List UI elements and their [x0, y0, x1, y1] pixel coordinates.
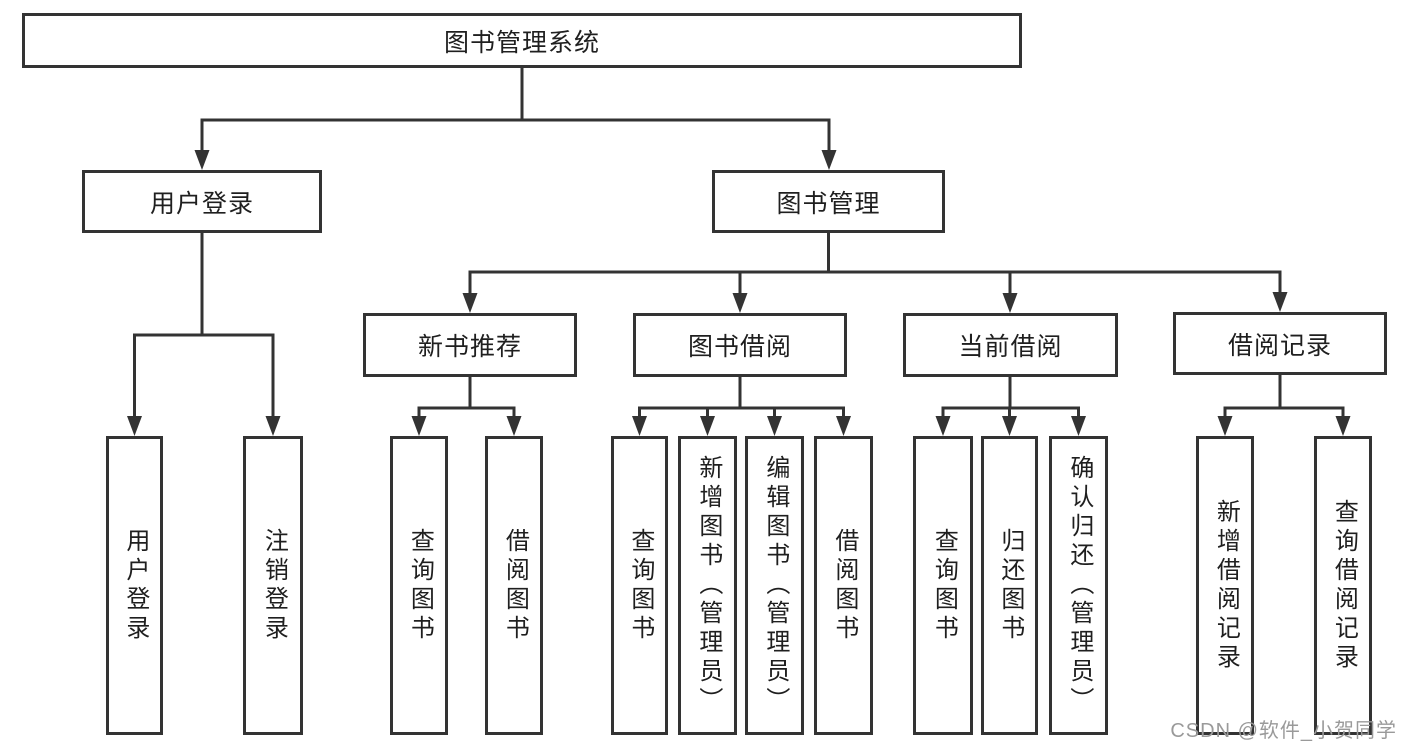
node-label: 图书管理 — [776, 189, 881, 218]
leaf-label: 借阅图书 — [830, 527, 858, 644]
connector-path — [133, 68, 1345, 419]
node-label: 新书推荐 — [417, 333, 522, 361]
leaf-add-books-admin: 新增图书（管理员） — [678, 436, 737, 735]
node-label: 借阅记录 — [1227, 331, 1332, 360]
leaf-label: 查询图书 — [930, 527, 958, 644]
leaf-label: 新增图书（管理员） — [694, 455, 722, 716]
leaf-user-login: 用户登录 — [106, 436, 163, 735]
node-new-book-recommend: 新书推荐 — [363, 313, 577, 377]
leaf-borrow-books-2: 借阅图书 — [814, 436, 873, 735]
node-user-login: 用户登录 — [82, 170, 322, 233]
leaf-return-books: 归还图书 — [981, 436, 1038, 735]
arrowhead-icon — [127, 150, 1351, 436]
node-book-management: 图书管理 — [712, 170, 945, 233]
leaf-label: 新增借阅记录 — [1212, 498, 1240, 673]
leaf-label: 查询借阅记录 — [1330, 498, 1358, 673]
leaf-confirm-return-admin: 确认归还（管理员） — [1049, 436, 1108, 735]
node-borrowing-records: 借阅记录 — [1173, 312, 1387, 375]
leaf-query-books-3: 查询图书 — [913, 436, 973, 735]
node-label: 图书借阅 — [687, 333, 792, 361]
leaf-label: 确认归还（管理员） — [1065, 455, 1093, 716]
leaf-label: 注销登录 — [260, 527, 288, 644]
leaf-label: 归还图书 — [996, 527, 1024, 644]
leaf-edit-books-admin: 编辑图书（管理员） — [745, 436, 804, 735]
leaf-label: 查询图书 — [406, 527, 434, 644]
csdn-watermark: CSDN @软件_小贺同学 — [1170, 720, 1397, 742]
leaf-label: 编辑图书（管理员） — [761, 455, 789, 716]
leaf-query-borrow-record: 查询借阅记录 — [1314, 436, 1372, 735]
node-book-borrowing: 图书借阅 — [633, 313, 847, 377]
node-label: 用户登录 — [149, 189, 254, 218]
node-label: 图书管理系统 — [443, 28, 600, 57]
leaf-label: 借阅图书 — [501, 527, 529, 644]
node-current-borrowing: 当前借阅 — [903, 313, 1118, 377]
leaf-add-borrow-record: 新增借阅记录 — [1196, 436, 1254, 735]
leaf-borrow-books-1: 借阅图书 — [485, 436, 543, 735]
node-label: 当前借阅 — [958, 333, 1063, 361]
leaf-label: 用户登录 — [121, 527, 149, 644]
leaf-query-books-1: 查询图书 — [390, 436, 448, 735]
node-library-system: 图书管理系统 — [22, 13, 1022, 68]
leaf-label: 查询图书 — [626, 527, 654, 644]
leaf-query-books-2: 查询图书 — [611, 436, 668, 735]
leaf-logout: 注销登录 — [243, 436, 303, 735]
